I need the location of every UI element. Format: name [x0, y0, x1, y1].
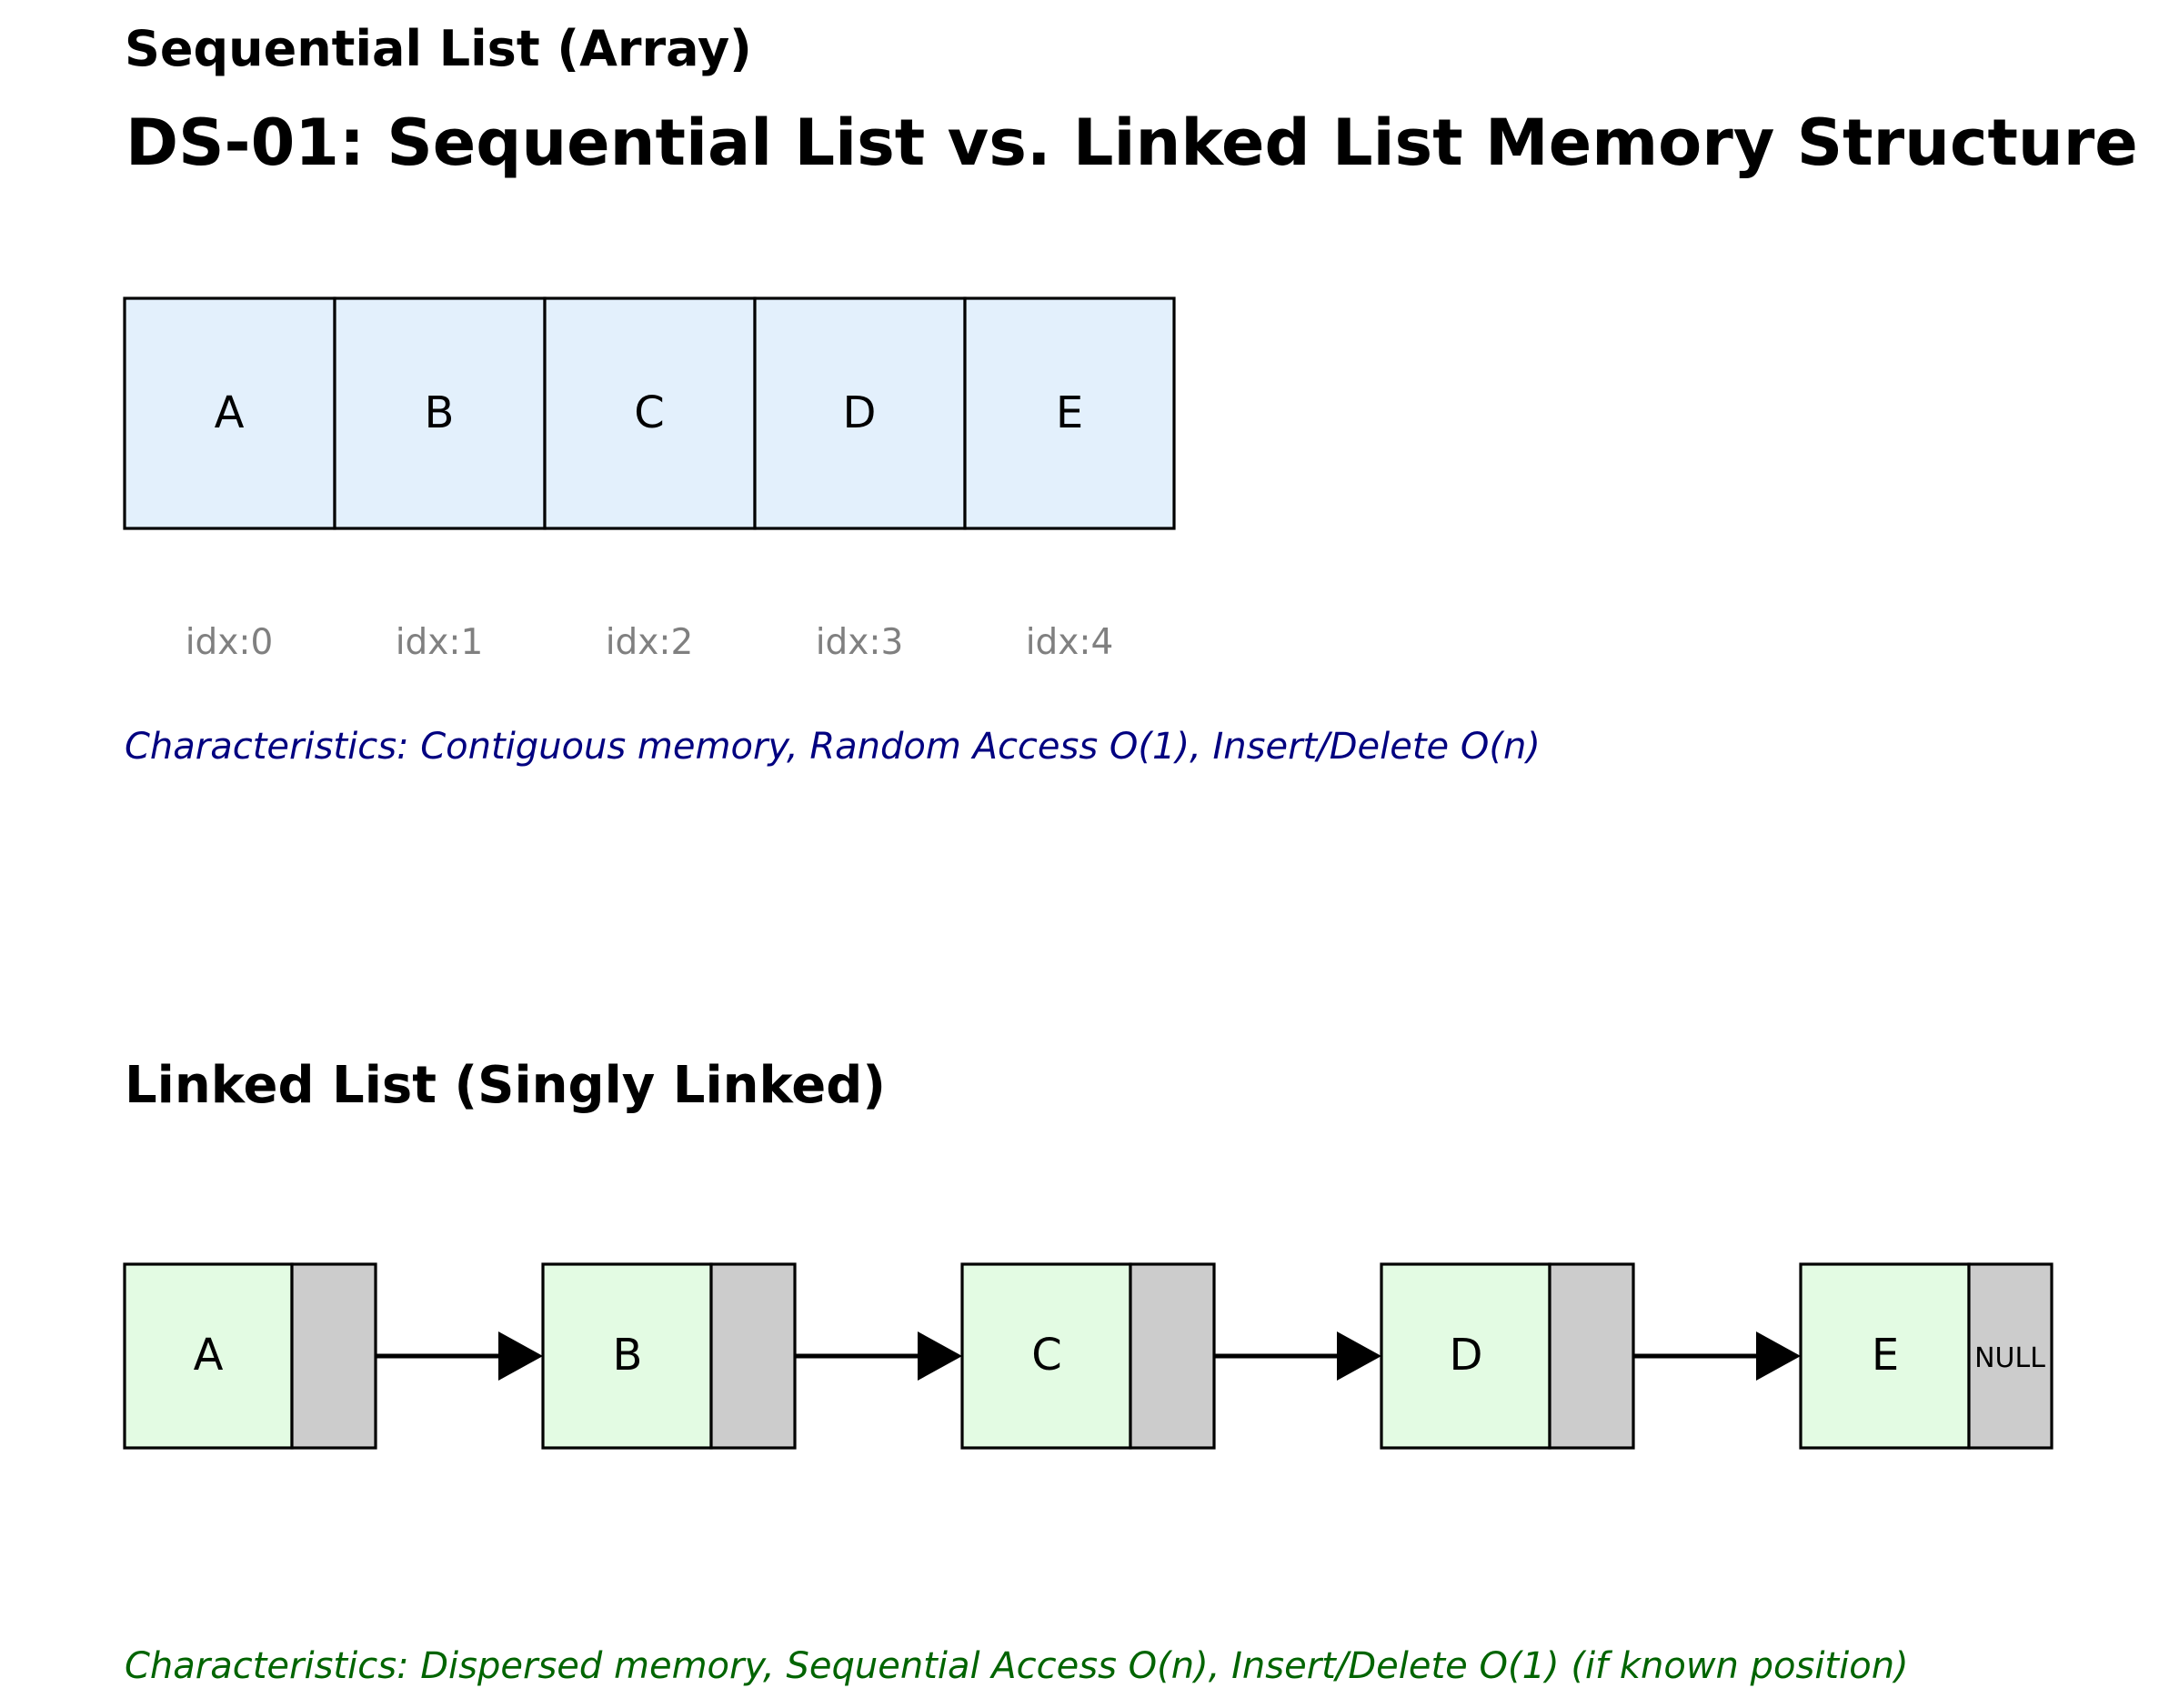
- array-cell-value: E: [1056, 387, 1083, 438]
- array-cell-value: C: [634, 387, 665, 438]
- array-index-label: idx:4: [1026, 622, 1114, 663]
- pointer-field: [1129, 1262, 1216, 1450]
- linked-node: E NULL: [1799, 1262, 2054, 1450]
- linked-node: D: [1380, 1262, 1635, 1450]
- array-index-label: idx:1: [396, 622, 484, 663]
- main-title: DS-01: Sequential List vs. Linked List M…: [126, 105, 2138, 180]
- node-value: E: [1872, 1330, 1899, 1381]
- next-pointer-arrow: [1633, 1331, 1801, 1381]
- array-row: A B C D E: [123, 296, 1176, 530]
- array-cell-value: D: [843, 387, 877, 438]
- pointer-field: [290, 1262, 377, 1450]
- node-value: B: [613, 1330, 643, 1381]
- array-index-labels: idx:0 idx:1 idx:2 idx:3 idx:4: [186, 622, 1114, 663]
- pointer-field: [709, 1262, 797, 1450]
- array-cell: C: [543, 296, 757, 530]
- next-pointer-arrow: [1214, 1331, 1381, 1381]
- array-cell: E: [963, 296, 1176, 530]
- null-label: NULL: [1974, 1342, 2045, 1374]
- array-index-label: idx:3: [816, 622, 904, 663]
- array-cell: D: [753, 296, 967, 530]
- array-index-label: idx:2: [606, 622, 694, 663]
- array-section-title: Sequential List (Array): [125, 20, 752, 77]
- linked-characteristics: Characteristics: Dispersed memory, Seque…: [125, 1645, 1909, 1687]
- array-cell: A: [123, 296, 336, 530]
- pointer-field: [1967, 1262, 2054, 1450]
- array-cell-value: A: [215, 387, 245, 438]
- array-cell-value: B: [425, 387, 455, 438]
- linked-node: B: [541, 1262, 797, 1450]
- linked-node: A: [123, 1262, 377, 1450]
- pointer-field: [1548, 1262, 1635, 1450]
- node-value: A: [194, 1330, 224, 1381]
- next-pointer-arrow: [376, 1331, 543, 1381]
- array-cell: B: [333, 296, 547, 530]
- node-value: C: [1031, 1330, 1062, 1381]
- node-value: D: [1450, 1330, 1483, 1381]
- array-characteristics: Characteristics: Contiguous memory, Rand…: [125, 726, 1541, 768]
- array-index-label: idx:0: [186, 622, 274, 663]
- linked-node: C: [960, 1262, 1216, 1450]
- linked-section-title: Linked List (Singly Linked): [125, 1056, 886, 1115]
- next-pointer-arrow: [795, 1331, 962, 1381]
